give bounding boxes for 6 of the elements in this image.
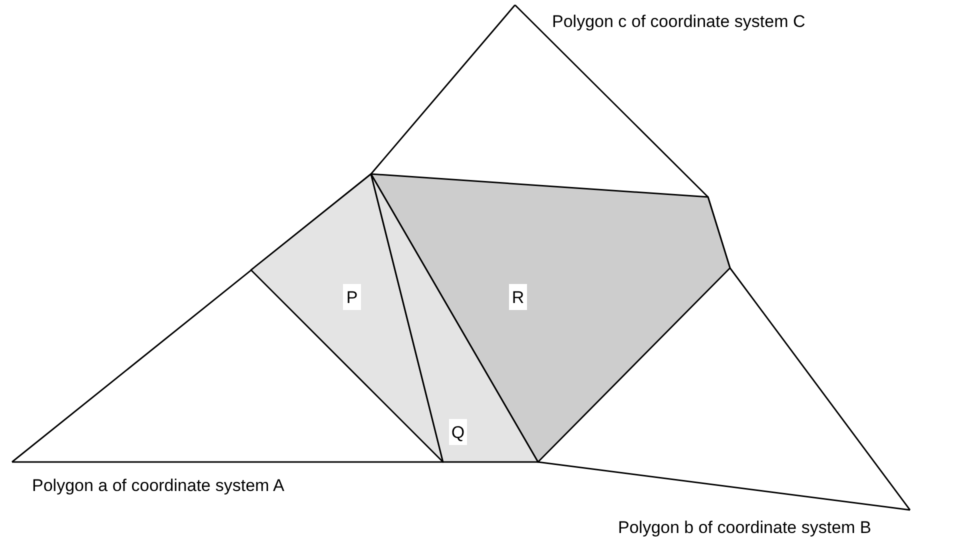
region-letter: P	[346, 288, 358, 307]
polygon-caption: Polygon a of coordinate system A	[32, 476, 284, 496]
polygon-caption: Polygon b of coordinate system B	[618, 518, 872, 538]
region-letter: R	[512, 288, 524, 307]
polygon-caption: Polygon c of coordinate system C	[552, 12, 806, 32]
region-letter: Q	[451, 423, 465, 442]
